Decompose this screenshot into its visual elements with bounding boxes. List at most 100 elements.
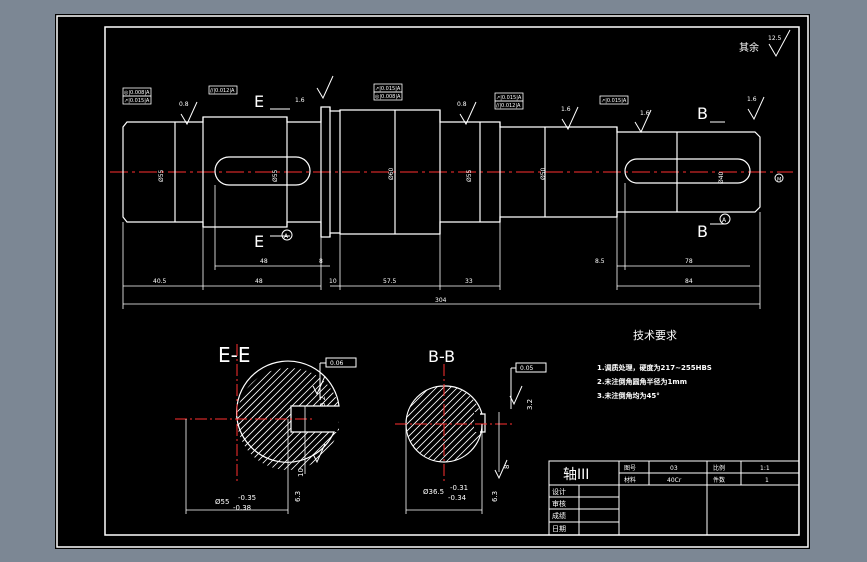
ee-roughness-2: 6.3 bbox=[294, 491, 302, 502]
row-review: 审核 bbox=[552, 499, 566, 508]
roughness-note: 其余 12.5 bbox=[739, 29, 791, 58]
dimension-texts: 40.5 48 48 8 10 57.5 33 8.5 78 84 304 bbox=[153, 258, 693, 304]
roughness-note-value: 12.5 bbox=[768, 35, 782, 42]
bb-diameter: Ø36.5 bbox=[423, 488, 444, 496]
drawing-no-value: 03 bbox=[670, 465, 678, 472]
dia-label: Ø60 bbox=[388, 167, 395, 180]
title-block bbox=[548, 460, 800, 536]
hatch-line bbox=[236, 367, 286, 470]
hatch-line bbox=[237, 367, 339, 470]
roughness-value: 1.6 bbox=[640, 110, 650, 117]
hatch-line bbox=[321, 367, 339, 470]
tech-req-title: 技术要求 bbox=[633, 329, 677, 342]
tolerance-frame-text: ↗|0.015|A bbox=[124, 98, 150, 104]
bb-key-depth: 8 bbox=[503, 465, 511, 469]
dim-text: 84 bbox=[685, 278, 693, 285]
tolerance-frame-text: ◎|0.008|A bbox=[375, 94, 401, 100]
e-label-top: E bbox=[254, 92, 264, 111]
tech-req-item: 3.未注倒角均为45° bbox=[597, 391, 660, 400]
technical-requirements: 技术要求 1.调质处理，硬度为217~255HBS 2.未注倒角圆角半径为1mm… bbox=[597, 329, 712, 400]
e-label-bottom: E bbox=[254, 232, 264, 251]
dia-label: Ø55 bbox=[466, 169, 473, 182]
ee-roughness-1: 3.2 bbox=[319, 396, 327, 407]
hatch-line bbox=[448, 386, 482, 462]
hatch-line bbox=[236, 367, 279, 470]
hatch-line bbox=[119, 364, 229, 474]
dim-text: 57.5 bbox=[383, 278, 397, 285]
hatch-line bbox=[316, 382, 400, 466]
part-name: 轴III bbox=[563, 467, 589, 483]
hatch-line bbox=[307, 367, 339, 470]
hatch-line bbox=[406, 386, 408, 462]
tolerance-frame: ↗|0.015|A bbox=[494, 92, 524, 102]
tolerance-frame: ◎|0.008|A bbox=[373, 91, 403, 101]
inner-border bbox=[104, 26, 800, 536]
b-label-top: B bbox=[697, 104, 708, 123]
bb-dev-upper: -0.31 bbox=[450, 484, 468, 492]
roughness-value: 1.6 bbox=[295, 97, 305, 104]
tech-req-item: 1.调质处理，硬度为217~255HBS bbox=[597, 363, 712, 372]
drawing-sheet: 其余 12.5 E E B B Ø55 Ø55 bbox=[55, 14, 810, 549]
scale-label: 比例 bbox=[713, 464, 725, 472]
datum-a-label: A bbox=[722, 217, 727, 224]
dim-text: 48 bbox=[260, 258, 268, 265]
row-date: 日期 bbox=[552, 525, 566, 533]
dia-label: Ø50 bbox=[540, 167, 547, 180]
tolerance-frame-text: ↗|0.015|A bbox=[496, 95, 522, 101]
dim-text: 78 bbox=[685, 258, 693, 265]
tolerance-frame-text: ◎|0.008|A bbox=[124, 90, 150, 96]
ee-dev-lower: -0.38 bbox=[233, 504, 251, 512]
outer-border bbox=[56, 15, 809, 548]
ee-diameter: Ø55 bbox=[215, 498, 229, 506]
bb-dev-lower: -0.34 bbox=[448, 494, 467, 502]
tolerance-frame-text: ↗|0.015|A bbox=[375, 86, 401, 92]
material-label: 材料 bbox=[624, 476, 636, 484]
tolerance-frames: ◎|0.008|A↗|0.015|A//|0.012|A↗|0.015|A◎|0… bbox=[122, 83, 629, 110]
hatch-line bbox=[77, 364, 187, 474]
tolerance-frame-text: //|0.012|A bbox=[210, 88, 235, 94]
tolerance-frame: ◎|0.008|A bbox=[122, 87, 152, 97]
hatch-line bbox=[406, 386, 436, 462]
dim-overall: 304 bbox=[435, 297, 447, 304]
datum-marks: A A M bbox=[281, 173, 784, 241]
dim-text: 40.5 bbox=[153, 278, 167, 285]
tolerance-frame-text: ↗|0.015|A bbox=[601, 98, 627, 104]
diameter-labels: Ø55 Ø55 Ø60 Ø55 Ø50 Ø40 bbox=[158, 167, 725, 184]
hatch-line bbox=[441, 386, 482, 462]
hatch-line bbox=[328, 367, 339, 470]
dimension-lines bbox=[122, 183, 761, 309]
hatch-line bbox=[236, 367, 272, 470]
material-value: 40Cr bbox=[667, 477, 682, 484]
roughness-note-label: 其余 bbox=[739, 41, 759, 54]
hatch-line bbox=[406, 386, 443, 462]
hatch-line bbox=[314, 367, 339, 470]
tolerance-frame: //|0.012|A bbox=[494, 100, 524, 110]
scale-value: 1:1 bbox=[760, 465, 770, 472]
ee-key-depth: 10 bbox=[297, 468, 305, 477]
engineering-drawing: 其余 12.5 E E B B Ø55 Ø55 bbox=[56, 15, 809, 548]
tolerance-frame: ↗|0.015|A bbox=[373, 83, 403, 93]
hatch-line bbox=[406, 386, 457, 462]
tolerance-frame: ↗|0.015|A bbox=[122, 95, 152, 105]
section-ee-title: E-E bbox=[218, 343, 251, 367]
roughness-value: 1.6 bbox=[747, 96, 757, 103]
qty-value: 1 bbox=[765, 477, 769, 484]
row-grade: 成绩 bbox=[552, 511, 566, 520]
datum-m-label: M bbox=[777, 177, 781, 183]
shaft-main-view bbox=[122, 106, 761, 238]
dim-text: 33 bbox=[465, 278, 473, 285]
bb-roughness-2: 6.3 bbox=[491, 491, 499, 502]
hatch-line bbox=[406, 386, 471, 462]
dim-text: 48 bbox=[255, 278, 263, 285]
section-bb: B-B Ø36.5 -0.31 -0.34 8 3.2 6.3 0.05 bbox=[316, 347, 547, 514]
tolerance-frame: //|0.012|A bbox=[208, 85, 238, 95]
dia-label: Ø40 bbox=[718, 171, 725, 184]
shaft-roughness-values: 0.8 1.6 0.8 1.6 1.6 1.6 bbox=[179, 96, 757, 117]
datum-a-label: A bbox=[284, 233, 289, 240]
qty-label: 件数 bbox=[713, 476, 725, 484]
bb-roughness-1: 3.2 bbox=[526, 399, 534, 410]
roughness-symbol-icon bbox=[768, 29, 791, 58]
ee-dev-upper: -0.35 bbox=[238, 494, 256, 502]
shaft-roughness-symbols bbox=[180, 75, 765, 134]
row-design: 设计 bbox=[552, 487, 566, 496]
